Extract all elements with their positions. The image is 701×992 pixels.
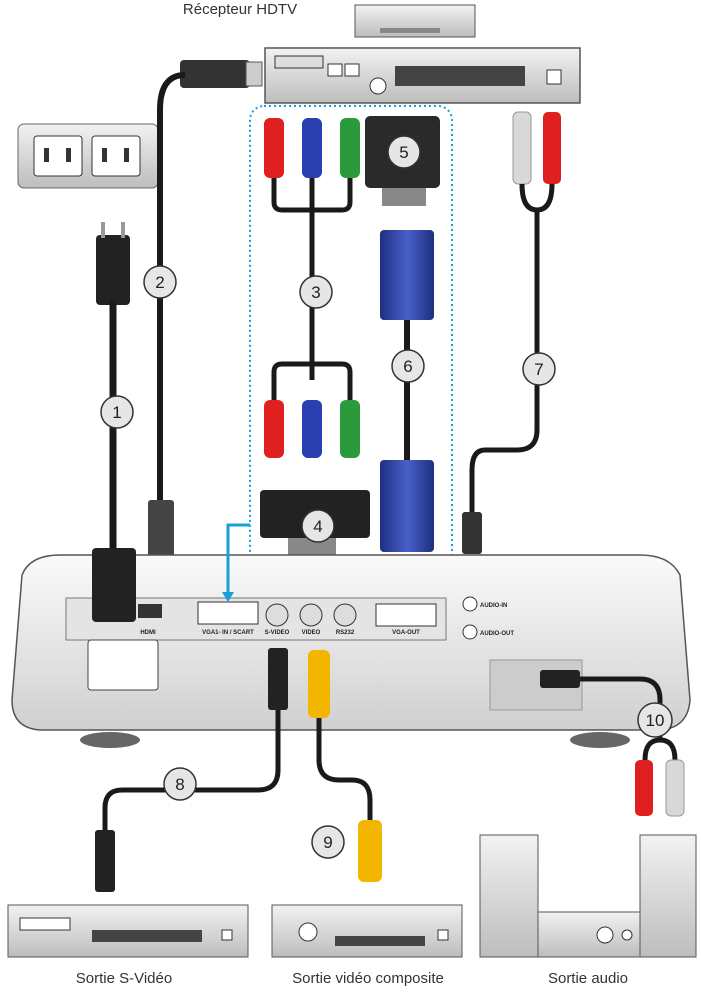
port-label-vgaout: VGA-OUT: [392, 630, 420, 636]
vga-cable: [380, 230, 434, 552]
port-label-vga1: VGA1- IN / SCART: [202, 630, 254, 636]
audio-output-device: [479, 834, 697, 958]
component-group-frame: [249, 105, 453, 579]
hdtv-receiver: [264, 4, 581, 104]
port-label-audioin: AUDIO-IN: [480, 603, 507, 609]
svg-text:2: 2: [155, 273, 164, 292]
callout-10: 10: [637, 702, 673, 738]
callout-9: 9: [311, 825, 345, 859]
wall-outlet: [17, 123, 159, 189]
callout-7: 7: [522, 352, 556, 386]
port-label-video: VIDEO: [302, 630, 321, 636]
vga-pointer-line: [226, 523, 250, 598]
vga-pointer-arrow: [222, 592, 234, 602]
callout-3: 3: [299, 275, 333, 309]
port-label-rs232: RS232: [336, 630, 355, 636]
projector: HDMI VGA1- IN / SCART S-VIDEO VIDEO RS23…: [11, 554, 691, 748]
caption-composite-output: Sortie vidéo composite: [292, 970, 444, 987]
port-label-svideo: S-VIDEO: [265, 630, 290, 636]
svideo-source-device: [7, 904, 249, 958]
composite-source-device: [271, 904, 463, 958]
callout-1: 1: [100, 395, 134, 429]
caption-audio-output: Sortie audio: [548, 970, 628, 987]
caption-svideo-output: Sortie S-Vidéo: [76, 970, 172, 987]
power-cable: [96, 222, 130, 560]
svg-text:7: 7: [534, 360, 543, 379]
hdmi-cable: [148, 60, 263, 594]
audio-out-cable: [540, 670, 685, 817]
callout-4: 4: [301, 509, 335, 543]
port-label-hdmi: HDMI: [140, 630, 156, 636]
svg-text:8: 8: [175, 775, 184, 794]
caption-hdtv-receiver: Récepteur HDTV: [183, 1, 297, 18]
callout-6: 6: [391, 349, 425, 383]
callout-5: 5: [387, 135, 421, 169]
callout-8: 8: [163, 767, 197, 801]
svg-text:6: 6: [403, 357, 412, 376]
svg-text:5: 5: [399, 143, 408, 162]
power-plug: [92, 548, 136, 622]
svg-text:4: 4: [313, 517, 322, 536]
callout-2: 2: [143, 265, 177, 299]
svg-text:10: 10: [646, 711, 665, 730]
port-label-audioout: AUDIO-OUT: [480, 631, 514, 637]
audio-in-cable: [462, 111, 561, 554]
svg-text:1: 1: [112, 403, 121, 422]
svg-text:9: 9: [323, 833, 332, 852]
svg-text:3: 3: [311, 283, 320, 302]
composite-cable: [308, 650, 382, 882]
